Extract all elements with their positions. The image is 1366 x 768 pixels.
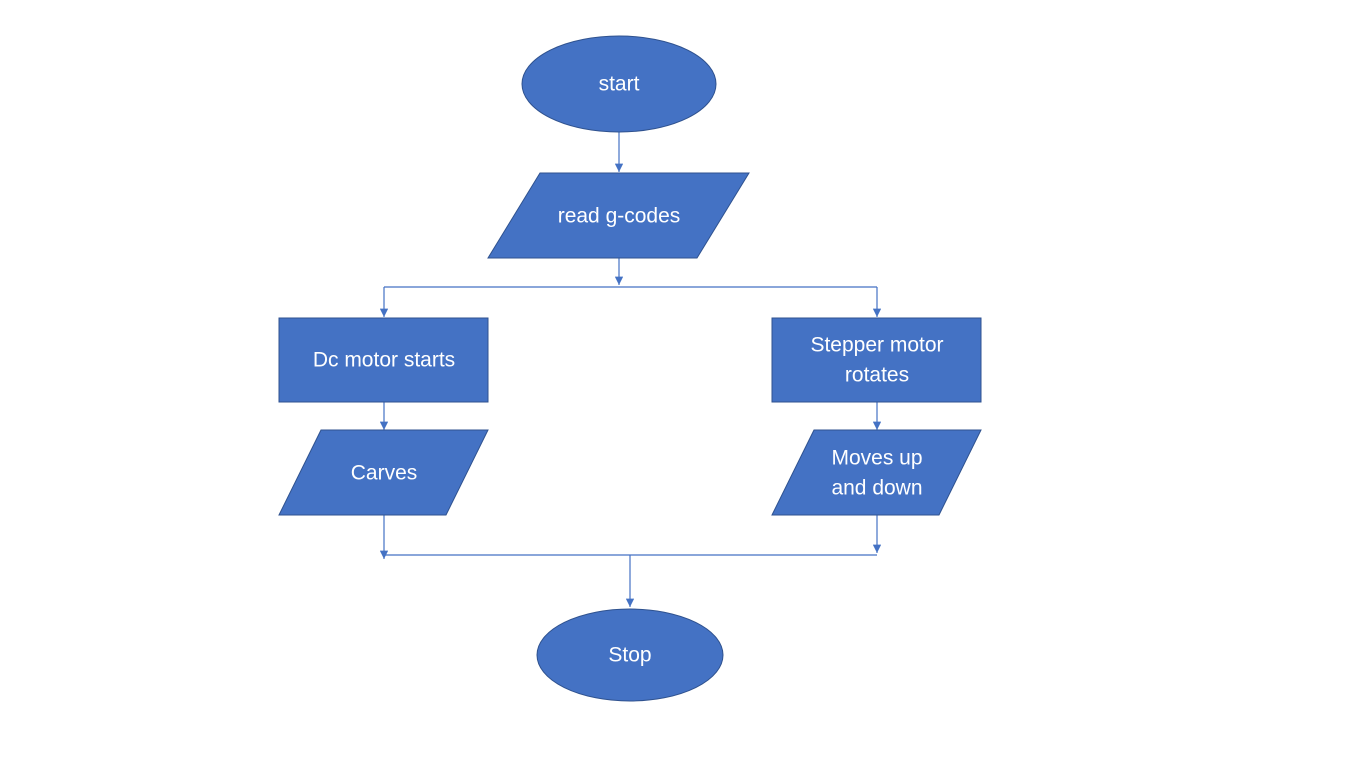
moves-label-line-2: and down <box>831 477 922 500</box>
carves-label: Carves <box>351 462 418 485</box>
node-start: start <box>521 35 717 133</box>
node-read-gcodes: read g-codes <box>487 172 750 259</box>
dc-motor-label: Dc motor starts <box>313 349 455 372</box>
node-carves: Carves <box>278 429 489 516</box>
start-label: start <box>599 73 640 96</box>
carves-parallelogram <box>278 429 489 516</box>
stepper-motor-label-line-1: Stepper motor <box>810 334 943 357</box>
node-moves-up-down: Moves up and down <box>771 429 982 516</box>
stepper-motor-rectangle <box>771 317 982 403</box>
start-ellipse <box>521 35 717 133</box>
node-stop: Stop <box>536 608 724 702</box>
moves-label-line-1: Moves up <box>831 447 922 470</box>
stop-ellipse <box>536 608 724 702</box>
read-gcodes-label: read g-codes <box>558 205 681 228</box>
node-dc-motor: Dc motor starts <box>278 317 489 403</box>
stepper-motor-label-line-2: rotates <box>845 364 909 387</box>
node-stepper-motor: Stepper motor rotates <box>771 317 982 403</box>
moves-parallelogram <box>771 429 982 516</box>
read-gcodes-parallelogram <box>487 172 750 259</box>
stop-label: Stop <box>608 644 651 667</box>
dc-motor-rectangle <box>278 317 489 403</box>
connectors <box>379 132 882 607</box>
